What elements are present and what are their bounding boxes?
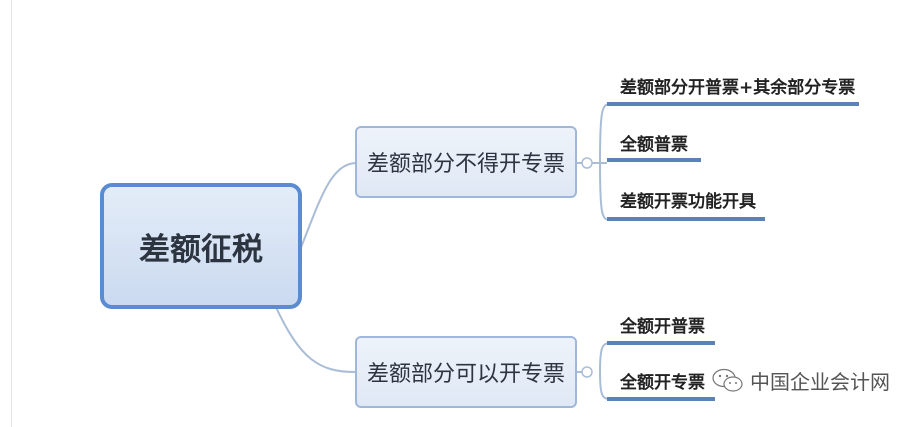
leaf-underline xyxy=(607,158,701,162)
branch-node-2[interactable]: 差额部分可以开专票 xyxy=(355,336,577,408)
leaf-underline xyxy=(607,397,715,401)
root-node[interactable]: 差额征税 xyxy=(100,183,302,309)
collapse-toggle-icon xyxy=(581,366,593,378)
connector-branch2-leaves xyxy=(599,342,611,400)
wechat-icon xyxy=(712,368,743,392)
connector-branch1-leaves xyxy=(592,103,611,221)
leaf-node[interactable]: 全额普票 xyxy=(620,135,688,155)
collapse-toggle-icon xyxy=(581,157,593,169)
watermark: 中国企业会计网 xyxy=(712,366,890,395)
branch-label: 差额部分不得开专票 xyxy=(366,152,565,177)
leaf-node[interactable]: 全额开专票 xyxy=(620,373,705,393)
branch-node-1[interactable]: 差额部分不得开专票 xyxy=(355,126,577,198)
leaf-underline xyxy=(607,341,715,345)
watermark-text: 中国企业会计网 xyxy=(750,370,890,394)
connector-root-branch1 xyxy=(299,162,356,251)
page-edge-line xyxy=(11,0,12,427)
leaf-node[interactable]: 全额开普票 xyxy=(620,317,705,337)
leaf-node[interactable]: 差额开票功能开具 xyxy=(620,192,756,212)
leaf-underline xyxy=(607,217,765,221)
branch-label: 差额部分可以开专票 xyxy=(366,362,565,387)
connector-root-branch2 xyxy=(274,304,356,373)
root-label: 差额征税 xyxy=(139,231,263,268)
leaf-node[interactable]: 差额部分开普票+其余部分专票 xyxy=(620,78,856,98)
leaf-underline xyxy=(607,102,859,106)
